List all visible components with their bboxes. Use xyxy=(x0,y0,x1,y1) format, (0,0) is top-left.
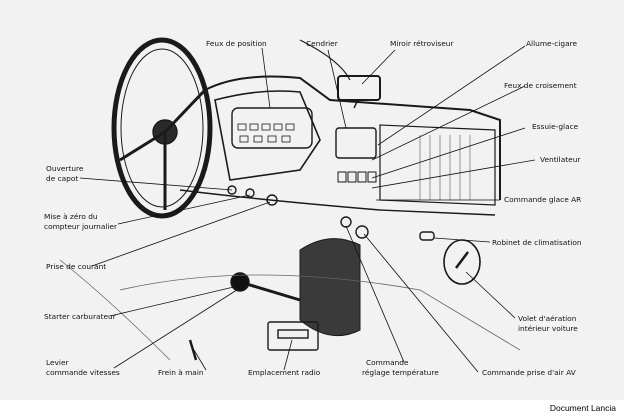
label-starter: Starter carburateur xyxy=(44,312,116,321)
dashboard-drawing xyxy=(59,37,536,373)
label-mise-zero-2: compteur journalier xyxy=(44,222,118,231)
dashboard-illustration: Feux de position Cendrier Miroir rétrovi… xyxy=(0,0,624,400)
label-levier-1: Levier xyxy=(46,358,69,367)
label-volet-2: intérieur voiture xyxy=(518,324,578,333)
label-miroir: Miroir rétroviseur xyxy=(390,39,454,48)
label-commande-regl-2: réglage température xyxy=(362,368,439,377)
label-ventilateur: Ventilateur xyxy=(540,155,581,164)
label-commande-prise: Commande prise d'air AV xyxy=(482,368,576,377)
instrument-cluster xyxy=(231,107,313,149)
label-commande-glace: Commande glace AR xyxy=(504,195,582,204)
label-allume-cigare: Allume-cigare xyxy=(526,39,578,48)
label-prise-courant: Prise de courant xyxy=(46,262,107,271)
label-feux-croisement: Feux de croisement xyxy=(504,81,577,90)
radio-slot xyxy=(267,321,319,351)
label-ouverture-1: Ouverture xyxy=(46,164,84,173)
label-feux-position: Feux de position xyxy=(206,39,267,48)
label-commande-regl-1: Commande xyxy=(366,358,409,367)
rear-view-mirror xyxy=(337,75,381,101)
label-frein: Frein à main xyxy=(158,368,204,377)
steering-wheel xyxy=(111,37,213,219)
label-emplacement-radio: Emplacement radio xyxy=(248,368,321,377)
label-essuie-glace: Essuie-glace xyxy=(532,122,579,131)
label-cendrier: Cendrier xyxy=(306,39,338,48)
label-volet-1: Volet d'aération xyxy=(518,314,577,323)
label-robinet: Robinet de climatisation xyxy=(492,238,582,247)
label-mise-zero-1: Mise à zéro du xyxy=(44,212,98,221)
label-ouverture-2: de capot xyxy=(46,174,79,183)
label-levier-2: commande vitesses xyxy=(46,368,120,377)
document-credit: Document Lancia xyxy=(549,403,616,413)
